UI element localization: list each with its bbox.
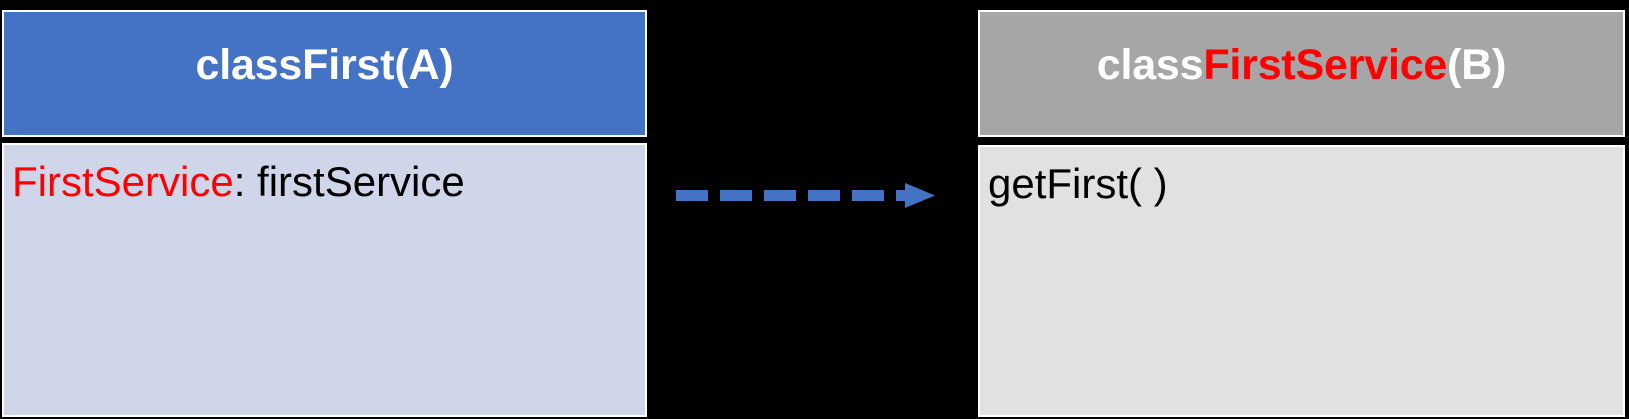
- class-member-row: getFirst( ): [988, 159, 1623, 209]
- class-header-firstservice-suffix: (B): [1447, 41, 1507, 89]
- member-method-getfirst: getFirst( ): [988, 160, 1168, 207]
- member-type-firstservice: FirstService: [12, 158, 234, 205]
- member-name-firstservice: : firstService: [233, 158, 465, 205]
- class-header-firstservice-prefix: class: [1096, 41, 1204, 89]
- dashed-arrow-icon: [676, 176, 938, 216]
- class-member-row: FirstService: firstService: [12, 157, 645, 207]
- class-header-firstservice: class FirstService(B): [978, 10, 1625, 137]
- class-header-first: class First(A): [2, 10, 647, 137]
- class-header-first-prefix: class: [195, 41, 303, 89]
- class-header-first-suffix: (A): [394, 41, 454, 89]
- class-body-firstservice: getFirst( ): [978, 145, 1625, 417]
- class-header-firstservice-name: FirstService: [1203, 41, 1448, 89]
- class-body-first: FirstService: firstService: [2, 143, 647, 417]
- class-box-firstservice[interactable]: class FirstService(B) getFirst( ): [978, 10, 1625, 417]
- class-box-first[interactable]: class First(A) FirstService: firstServic…: [2, 10, 647, 417]
- class-header-first-name: First: [302, 41, 395, 89]
